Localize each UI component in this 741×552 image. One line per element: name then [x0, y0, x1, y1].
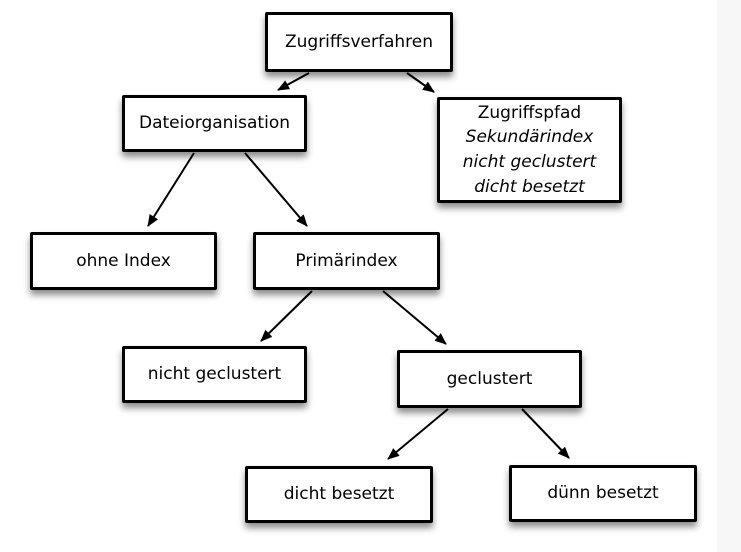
node-zugriffspfad: Zugriffspfad Sekundärindex nicht geclust… [437, 97, 622, 203]
node-label: geclustert [446, 368, 533, 389]
node-label-line: nicht geclustert [462, 152, 597, 172]
node-label: ohne Index [76, 250, 171, 271]
node-ohne-index: ohne Index [30, 232, 217, 290]
node-nicht-geclustert: nicht geclustert [122, 346, 307, 403]
node-label: dünn besetzt [547, 483, 659, 504]
node-label: nicht geclustert [147, 364, 282, 385]
node-primaerindex: Primärindex [253, 232, 440, 290]
node-geclustert: geclustert [397, 350, 582, 408]
node-label: Dateiorganisation [139, 113, 290, 134]
node-label-line: Zugriffspfad [477, 102, 582, 123]
node-zugriffsverfahren: Zugriffsverfahren [265, 12, 453, 72]
arrow-root-to-zugriffspfad [406, 72, 435, 93]
node-label-line: Sekundärindex [465, 127, 594, 148]
node-label: Zugriffsverfahren [284, 31, 434, 52]
arrow-dateiorganisation-to-ohne-index [147, 152, 195, 227]
node-label: dicht besetzt [283, 484, 395, 505]
arrow-primaerindex-to-nicht-geclustert [260, 290, 313, 342]
arrow-geclustert-to-dicht-besetzt [387, 408, 449, 460]
node-dateiorganisation: Dateiorganisation [122, 95, 307, 152]
arrow-dateiorganisation-to-primaerindex [244, 152, 308, 227]
arrow-geclustert-to-duenn-besetzt [521, 408, 570, 459]
node-label: Primärindex [295, 250, 398, 271]
node-duenn-besetzt: dünn besetzt [509, 465, 697, 522]
node-dicht-besetzt: dicht besetzt [245, 466, 433, 523]
arrow-primaerindex-to-geclustert [382, 290, 447, 345]
arrow-root-to-dateiorganisation [277, 72, 310, 91]
page-edge-strip [717, 0, 741, 552]
node-label-line: dicht besetzt [474, 176, 585, 197]
